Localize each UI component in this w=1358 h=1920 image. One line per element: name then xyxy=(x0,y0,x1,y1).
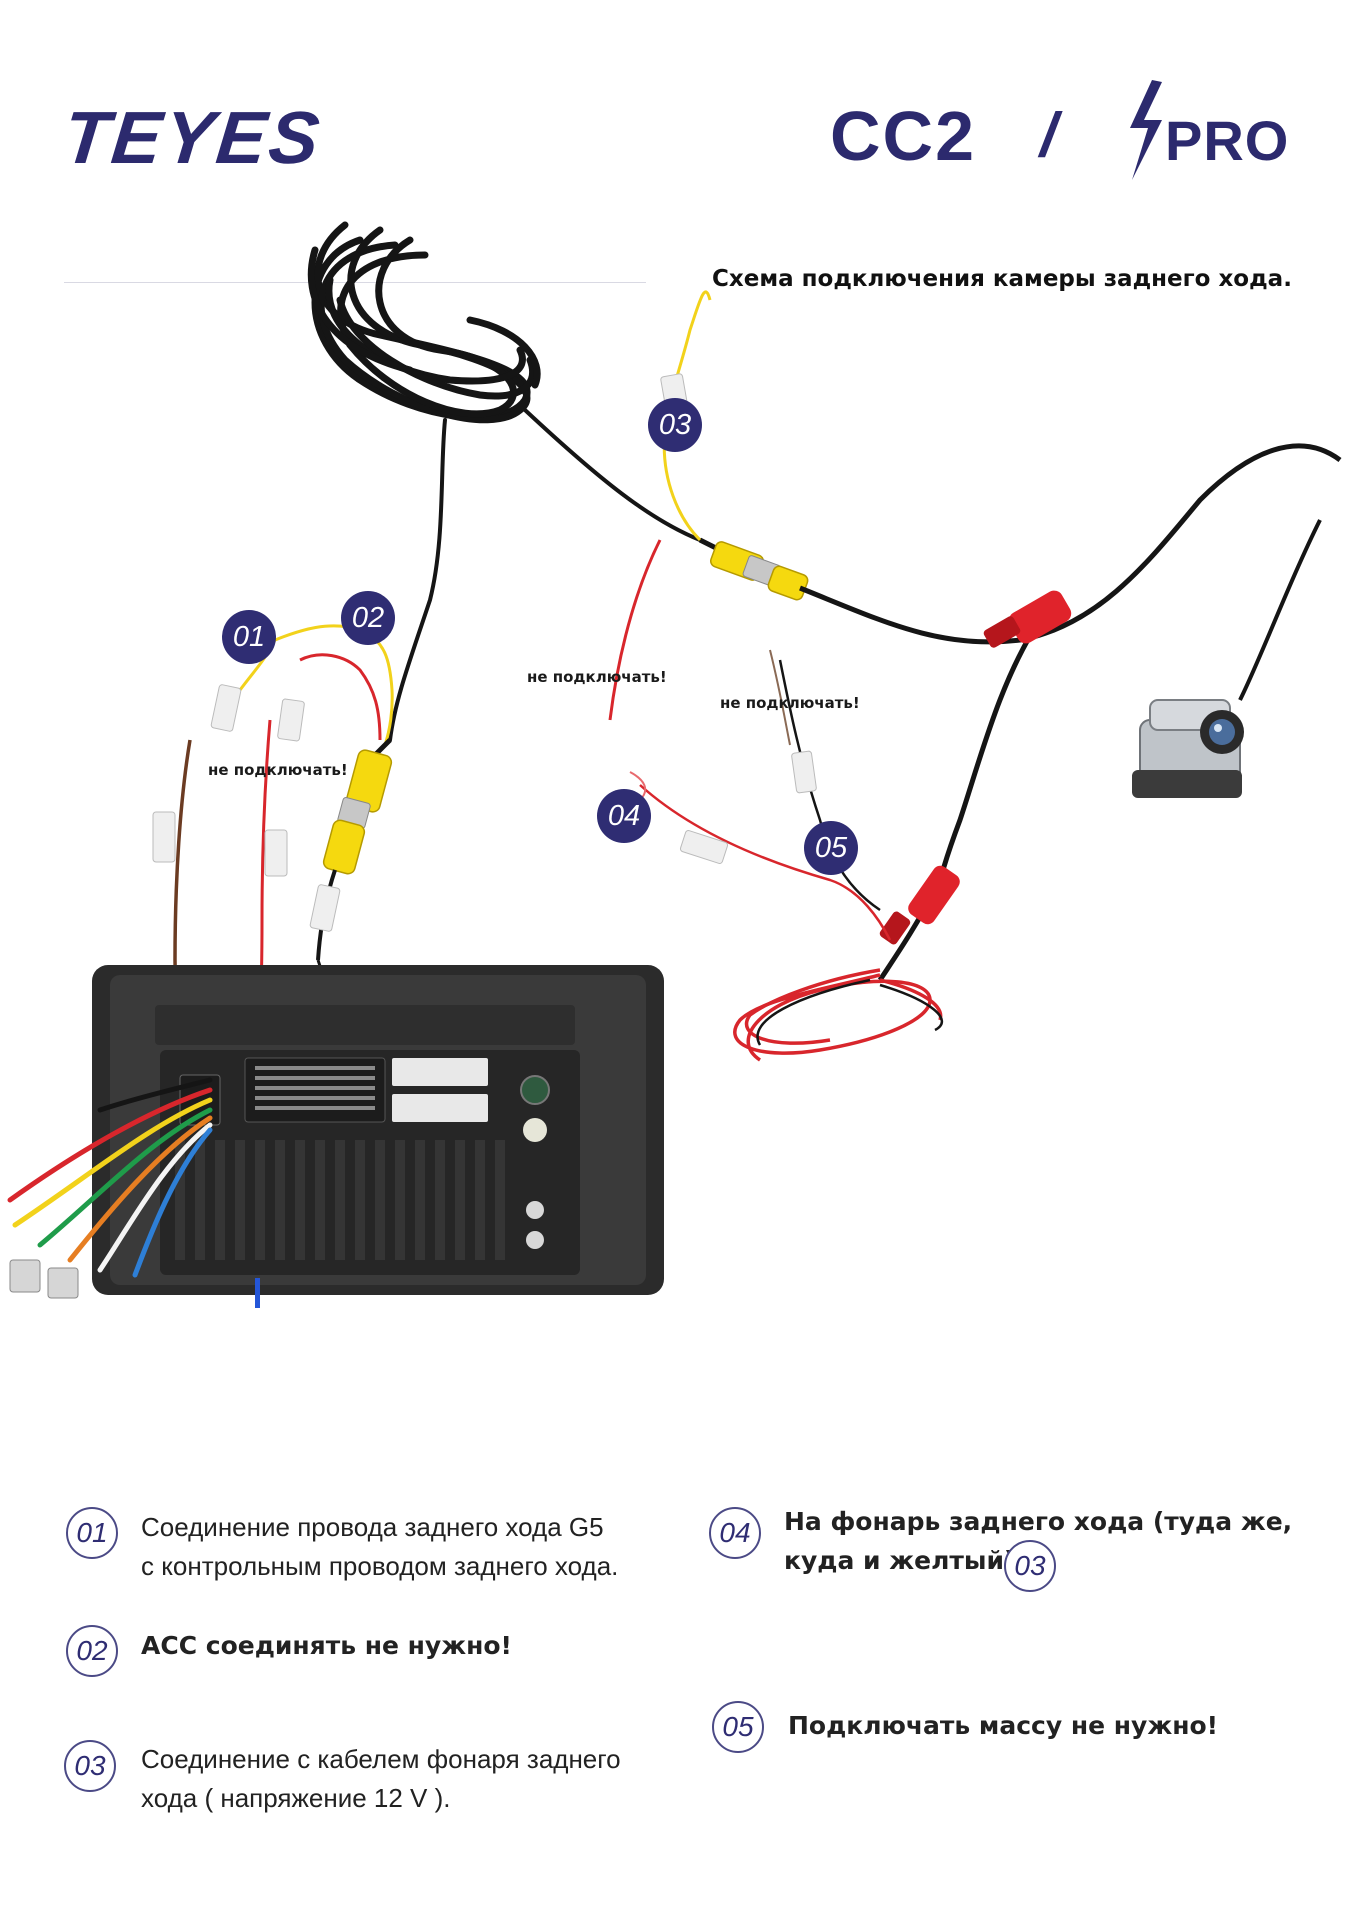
legend-badge-03: 03 xyxy=(64,1740,116,1792)
connector-red-top xyxy=(983,590,1072,648)
callout-01: 01 xyxy=(222,610,276,664)
legend-02-line1: ACC соединять не нужно! xyxy=(141,1631,512,1660)
cable-coil xyxy=(307,221,541,424)
head-unit-icon xyxy=(92,965,664,1308)
callout-05: 05 xyxy=(804,821,858,875)
callout-02: 02 xyxy=(341,591,395,645)
note-not-connect-ground: не подключать! xyxy=(720,694,860,712)
legend-05-line1: Подключать массу не нужно! xyxy=(788,1711,1219,1740)
legend-04-ref-badge: 03 xyxy=(1004,1540,1056,1592)
legend-item-03: Соединение с кабелем фонаря заднего хода… xyxy=(141,1740,621,1818)
legend-01-line1: Соединение провода заднего хода G5 xyxy=(141,1512,604,1542)
legend-04-line1: На фонарь заднего хода (туда же, xyxy=(784,1507,1293,1536)
model-name-cc2: CC2 xyxy=(830,97,977,175)
camera-icon xyxy=(1132,519,1322,798)
legend-03-line2: хода ( напряжение 12 V ). xyxy=(141,1783,451,1813)
model-separator: / xyxy=(1040,101,1058,170)
legend-03-line1: Соединение с кабелем фонаря заднего xyxy=(141,1744,621,1774)
rca-coupler-top xyxy=(698,537,809,601)
legend-item-01: Соединение провода заднего хода G5 с кон… xyxy=(141,1508,618,1586)
legend-badge-01: 01 xyxy=(66,1507,118,1559)
legend-item-02: ACC соединять не нужно! xyxy=(141,1626,512,1665)
legend-item-04: На фонарь заднего хода (туда же, куда и … xyxy=(784,1502,1292,1580)
spro-s-logo-icon xyxy=(1130,80,1162,180)
legend-badge-04: 04 xyxy=(709,1507,761,1559)
connector-red-bottom xyxy=(879,865,960,945)
legend-01-line2: с контрольным проводом заднего хода. xyxy=(141,1551,619,1581)
legend-item-05: Подключать массу не нужно! xyxy=(788,1706,1218,1745)
callout-03: 03 xyxy=(648,398,702,452)
callout-04: 04 xyxy=(597,789,651,843)
header-divider xyxy=(64,282,646,283)
diagram-title: Схема подключения камеры заднего хода. xyxy=(712,266,1292,292)
legend-badge-02: 02 xyxy=(66,1625,118,1677)
legend-badge-05: 05 xyxy=(712,1701,764,1753)
legend-04-line2: куда и желтый) xyxy=(784,1546,1016,1575)
note-not-connect-red: не подключать! xyxy=(527,668,667,686)
note-not-connect-acc: не подключать! xyxy=(208,761,348,779)
model-name-pro: PRO xyxy=(1165,109,1290,172)
